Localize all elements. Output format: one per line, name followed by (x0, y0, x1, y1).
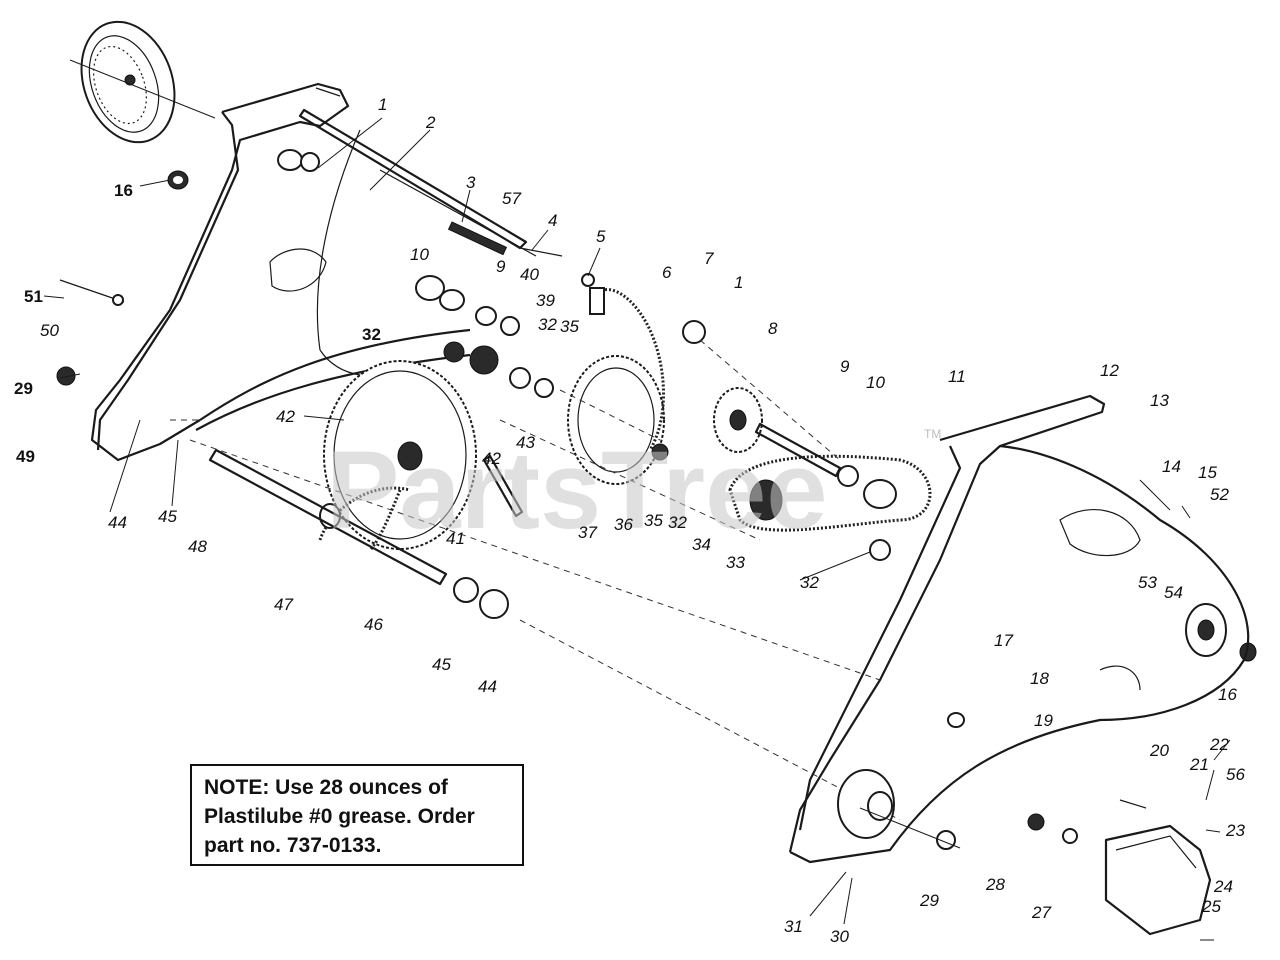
callout-17: 17 (994, 631, 1013, 650)
side-cover (947, 712, 1214, 941)
callout-35: 35 (560, 317, 579, 336)
link-bars (195, 328, 471, 431)
callout-7: 7 (704, 249, 714, 268)
callout-34: 34 (692, 535, 711, 554)
callout-19: 19 (1034, 711, 1053, 730)
callout-20: 20 (1149, 741, 1169, 760)
callout-32b: 32 (362, 325, 381, 344)
callout-24: 24 (1213, 877, 1233, 896)
callout-6: 6 (662, 263, 672, 282)
callout-16: 16 (114, 181, 133, 200)
note-line-1: NOTE: Use 28 ounces of (204, 776, 448, 799)
callout-25: 25 (1201, 897, 1221, 916)
callout-18: 18 (1030, 669, 1049, 688)
callout-3: 3 (466, 173, 476, 192)
callout-13: 13 (1150, 391, 1169, 410)
upper-chain (589, 287, 665, 451)
callout-44b: 44 (478, 677, 497, 696)
callout-57: 57 (502, 189, 521, 208)
callout-5: 5 (596, 227, 606, 246)
callout-47: 47 (274, 595, 293, 614)
callout-35b: 35 (644, 511, 663, 530)
callout-9b: 9 (840, 357, 850, 376)
callout-44: 44 (108, 513, 127, 532)
callout-27: 27 (1031, 903, 1051, 922)
callout-10: 10 (410, 245, 429, 264)
large-sprocket (323, 360, 477, 550)
callout-22: 22 (1209, 735, 1229, 754)
callout-4: 4 (548, 211, 557, 230)
callout-10b: 10 (866, 373, 885, 392)
callout-52: 52 (1210, 485, 1229, 504)
callout-labels: 1 2 3 57 4 5 6 7 1 8 16 10 9 40 39 32 35… (14, 95, 1245, 946)
callout-29b: 29 (919, 891, 939, 910)
right-chain-case (788, 394, 1250, 864)
middle-sprocket (567, 355, 669, 485)
shafts (170, 339, 901, 821)
callout-2: 2 (425, 113, 436, 132)
callout-33: 33 (726, 553, 745, 572)
callout-11: 11 (948, 367, 966, 386)
callout-32d: 32 (800, 573, 819, 592)
wheel (69, 20, 216, 144)
callout-8: 8 (768, 319, 778, 338)
bearings (56, 170, 1257, 850)
callout-23: 23 (1225, 821, 1245, 840)
note-line-2: Plastilube #0 grease. Order (204, 805, 475, 828)
callout-53: 53 (1138, 573, 1157, 592)
callout-46: 46 (364, 615, 383, 634)
callout-50: 50 (40, 321, 59, 340)
callout-29: 29 (14, 379, 33, 398)
drive-sprocket (728, 454, 932, 532)
callout-30: 30 (830, 927, 849, 946)
top-bars (298, 108, 563, 257)
callout-45b: 45 (432, 655, 451, 674)
callout-48: 48 (188, 537, 207, 556)
note-line-3: part no. 737-0133. (204, 834, 382, 857)
callout-51: 51 (24, 287, 43, 306)
watermark-text: PartsTree (326, 429, 827, 552)
callout-16b: 16 (1218, 685, 1237, 704)
callout-1: 1 (378, 95, 387, 114)
watermark-tm: TM (924, 427, 941, 441)
callout-37: 37 (578, 523, 597, 542)
callout-41: 41 (446, 529, 465, 548)
callout-42: 42 (276, 407, 295, 426)
grease-note-box: NOTE: Use 28 ounces of Plastilube #0 gre… (190, 764, 524, 866)
callout-12: 12 (1100, 361, 1119, 380)
callout-14: 14 (1162, 457, 1181, 476)
callout-43: 43 (516, 433, 535, 452)
callout-40: 40 (520, 265, 539, 284)
callout-36: 36 (614, 515, 633, 534)
small-sprocket (713, 387, 763, 453)
callout-42b: 42 (482, 449, 501, 468)
callout-15: 15 (1198, 463, 1217, 482)
callout-32: 32 (538, 315, 557, 334)
callout-28: 28 (985, 875, 1005, 894)
callout-45: 45 (158, 507, 177, 526)
leader-lines (43, 117, 1231, 925)
callout-21: 21 (1189, 755, 1209, 774)
callout-9: 9 (496, 257, 506, 276)
callout-54: 54 (1164, 583, 1183, 602)
callout-31: 31 (784, 917, 803, 936)
callout-1b: 1 (734, 273, 743, 292)
callout-49: 49 (16, 447, 35, 466)
callout-39: 39 (536, 291, 555, 310)
callout-32c: 32 (668, 513, 687, 532)
callout-56: 56 (1226, 765, 1245, 784)
